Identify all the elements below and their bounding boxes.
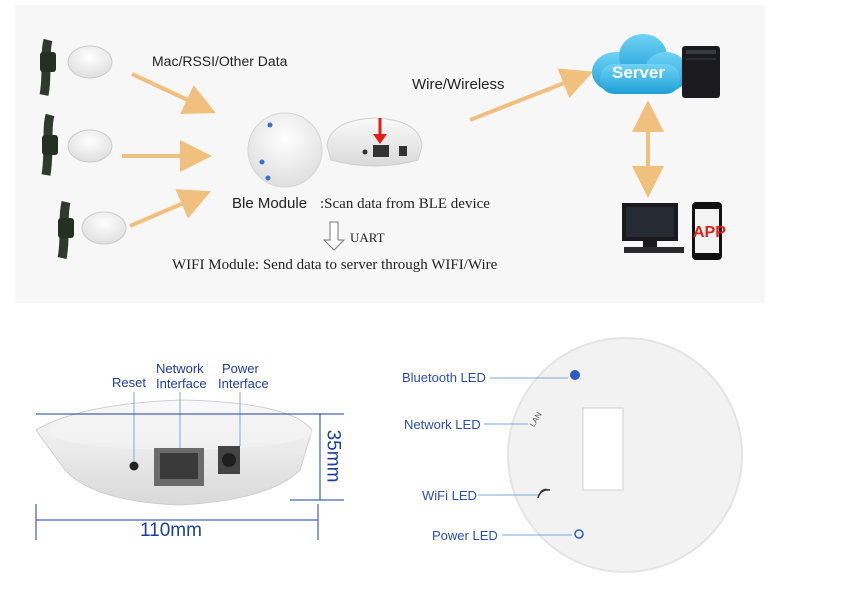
- gateway-top-view: [247, 112, 323, 188]
- wifi-module-description: WIFI Module: Send data to server through…: [172, 257, 498, 273]
- power-led-icon: [574, 529, 584, 539]
- wire-wireless-arrow: [469, 68, 594, 122]
- network-interface-label-2: Interface: [156, 376, 207, 391]
- gateway-top-photo: [507, 337, 743, 573]
- wifi-led-label: WiFi LED: [422, 488, 477, 503]
- port-leader-lines: [133, 392, 241, 462]
- wifi-led-icon: [537, 488, 551, 499]
- sensor-arrow-3: [129, 189, 212, 228]
- bluetooth-led-icon: [570, 370, 580, 380]
- ble-sensor-1: [39, 38, 113, 96]
- gateway-side-view: [326, 117, 423, 167]
- led-leader-lines: [478, 377, 572, 536]
- network-interface-label-1: Network: [156, 361, 204, 376]
- power-interface-label-1: Power: [222, 361, 259, 376]
- dimension-lines: [35, 413, 344, 540]
- pc-monitor-icon: [622, 203, 684, 253]
- uart-arrow-icon: [322, 221, 346, 251]
- width-dimension-label: 110mm: [140, 520, 202, 541]
- sensor-arrow-1: [131, 72, 216, 115]
- server-cloud-icon: [592, 34, 688, 94]
- power-led-label: Power LED: [432, 528, 498, 543]
- ble-sensor-3: [57, 201, 127, 259]
- device-label-sticker: [582, 407, 624, 491]
- gateway-side-photo: [35, 399, 313, 506]
- bluetooth-led-label: Bluetooth LED: [402, 370, 486, 385]
- server-label: Server: [612, 63, 665, 82]
- network-led-label: Network LED: [404, 417, 481, 432]
- height-dimension-label: 35mm: [322, 429, 344, 483]
- ble-module-label: Ble Module: [232, 195, 308, 212]
- wire-wireless-label: Wire/Wireless: [412, 76, 505, 93]
- phone-icon: [692, 202, 722, 260]
- ble-sensor-2: [41, 113, 113, 176]
- server-tower-icon: [682, 46, 720, 98]
- ble-module-description: :Scan data from BLE device: [320, 196, 490, 212]
- app-label: APP: [693, 224, 726, 241]
- uart-label: UART: [350, 230, 385, 245]
- mac-rssi-label: Mac/RSSI/Other Data: [152, 53, 288, 69]
- reset-label: Reset: [112, 375, 146, 390]
- power-interface-label-2: Interface: [218, 376, 269, 391]
